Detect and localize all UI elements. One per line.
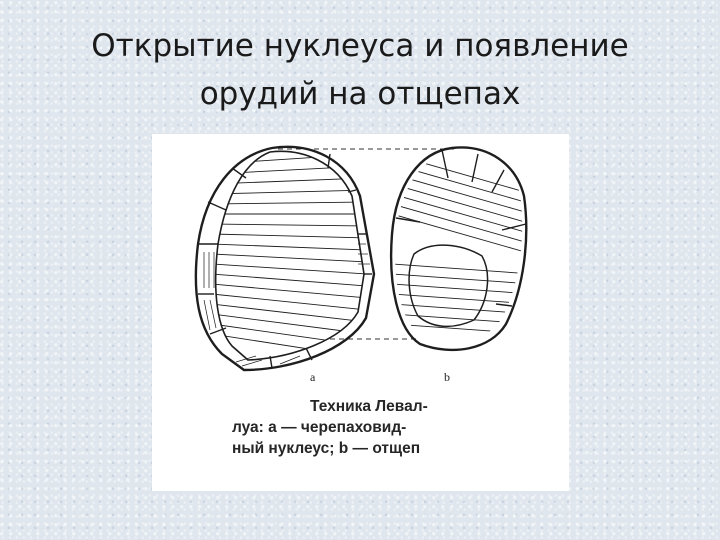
core-a-nucleus [194, 145, 376, 372]
figure-caption: Техника Левал- луа: a — черепаховид- ный… [232, 396, 532, 459]
caption-line-3: ный нуклеус; b — отщеп [232, 440, 421, 457]
label-b: b [444, 370, 450, 384]
label-a: a [310, 370, 316, 384]
levallois-drawing [194, 145, 528, 372]
caption-line-1: Техника Левал- [310, 398, 428, 415]
slide-title: Открытие нуклеуса и появление орудий на … [0, 22, 720, 118]
flake-b [389, 146, 528, 352]
caption-line-2: луа: a — черепаховид- [232, 419, 407, 436]
title-line-1: Открытие нуклеуса и появление [91, 28, 629, 64]
title-line-2: орудий на отщепах [199, 76, 521, 112]
levallois-illustration: a b Техника Левал- луа: a — черепаховид-… [152, 134, 569, 491]
